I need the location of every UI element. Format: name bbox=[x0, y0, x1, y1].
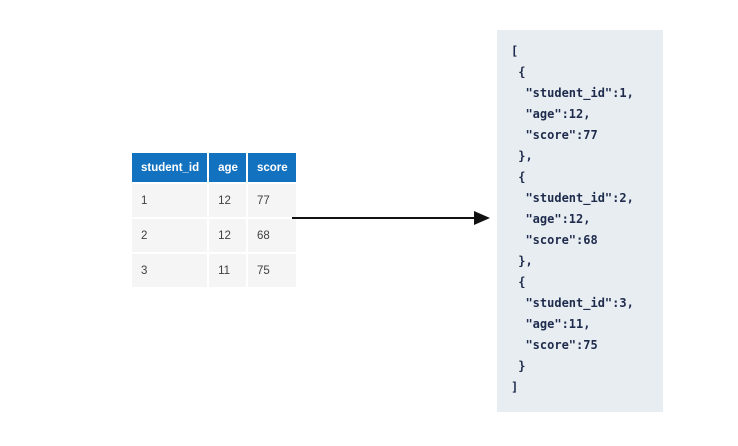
json-output-panel: [ { "student_id":1, "age":12, "score":77… bbox=[497, 30, 663, 412]
cell-age: 11 bbox=[209, 254, 246, 287]
right-arrow-icon bbox=[292, 211, 490, 225]
cell-score: 77 bbox=[247, 184, 296, 217]
cell-score: 75 bbox=[247, 254, 296, 287]
column-header-student-id: student_id bbox=[132, 153, 208, 182]
cell-score: 68 bbox=[247, 219, 296, 252]
cell-age: 12 bbox=[209, 219, 246, 252]
student-table: student_id age score 1 12 77 2 12 68 3 1… bbox=[130, 151, 298, 289]
column-header-score: score bbox=[247, 153, 296, 182]
table-row: 2 12 68 bbox=[132, 219, 296, 252]
column-header-age: age bbox=[209, 153, 246, 182]
cell-student-id: 1 bbox=[132, 184, 208, 217]
cell-age: 12 bbox=[209, 184, 246, 217]
table-row: 3 11 75 bbox=[132, 254, 296, 287]
json-code-block: [ { "student_id":1, "age":12, "score":77… bbox=[511, 44, 634, 394]
table-header-row: student_id age score bbox=[132, 153, 296, 182]
table-row: 1 12 77 bbox=[132, 184, 296, 217]
cell-student-id: 3 bbox=[132, 254, 208, 287]
cell-student-id: 2 bbox=[132, 219, 208, 252]
